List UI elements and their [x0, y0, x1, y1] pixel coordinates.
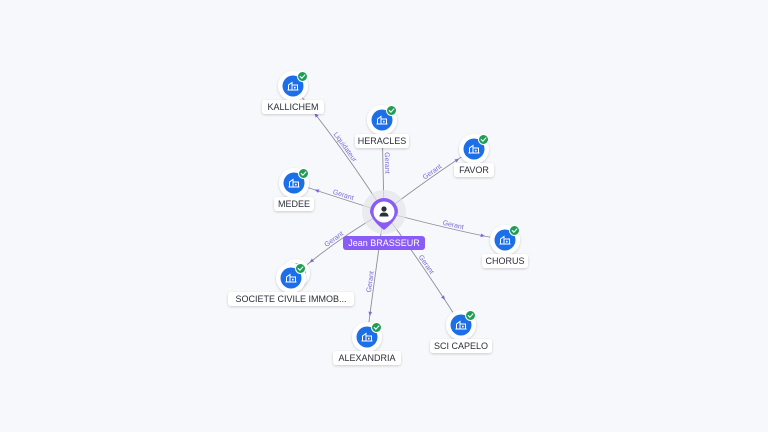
node-label-box — [333, 351, 401, 365]
node-label-box — [355, 134, 409, 148]
edge-arrow-medee — [314, 189, 320, 193]
edge-arrow-sci-capelo — [441, 295, 446, 301]
node-icon-bg — [356, 326, 378, 348]
node-label-box — [228, 292, 354, 306]
company-node-chorus[interactable]: CHORUS — [482, 225, 528, 268]
company-node-societe-civile-immob[interactable]: SOCIETE CIVILE IMMOB... — [228, 259, 354, 306]
node-label-box — [482, 254, 528, 268]
edge-label-medee: Gerant — [332, 189, 355, 202]
check-badge-icon — [478, 134, 489, 145]
node-label-box — [454, 163, 494, 177]
center-label-box — [343, 236, 425, 250]
node-icon-bg — [463, 138, 485, 160]
company-building-icon — [288, 178, 300, 188]
node-icon-bg — [494, 229, 516, 251]
node-label-box — [262, 100, 324, 114]
edge-label-chorus: Gerant — [442, 220, 464, 232]
node-label-heracles: HERACLES — [358, 136, 407, 146]
edge-arrow-chorus — [480, 233, 486, 238]
edge-label-heracles: Gerant — [383, 152, 390, 174]
edge-arrow-kallichem — [314, 112, 319, 118]
node-label-medee: MEDEE — [278, 199, 310, 209]
node-label-chorus: CHORUS — [485, 256, 524, 266]
node-label-societe-civile-immob: SOCIETE CIVILE IMMOB... — [235, 294, 346, 304]
company-node-kallichem[interactable]: KALLICHEM — [262, 71, 324, 114]
edge-label-kallichem: Liquidateur — [332, 131, 358, 164]
check-badge-icon — [295, 263, 306, 274]
edge-label-societe-civile-immob: Gerant — [324, 231, 346, 249]
node-icon-bg — [283, 172, 305, 194]
node-label-kallichem: KALLICHEM — [267, 102, 318, 112]
edge-arrow-favor — [454, 158, 460, 163]
company-building-icon — [361, 332, 373, 342]
node-label-favor: FAVOR — [459, 165, 489, 175]
check-badge-icon — [386, 105, 397, 116]
company-building-icon — [285, 273, 297, 283]
center-node[interactable]: Jean BRASSEUR — [343, 190, 425, 250]
check-badge-icon — [465, 310, 476, 321]
check-badge-icon — [298, 168, 309, 179]
center-name: Jean BRASSEUR — [348, 238, 420, 248]
edge-label-favor: Gerant — [422, 163, 444, 181]
company-node-medee[interactable]: MEDEE — [274, 168, 314, 211]
company-node-alexandria[interactable]: ALEXANDRIA — [333, 322, 401, 365]
person-icon — [379, 206, 389, 217]
company-building-icon — [287, 81, 299, 91]
edge-label-sci-capelo: Gerant — [417, 254, 435, 276]
company-building-icon — [455, 320, 467, 330]
company-building-icon — [468, 144, 480, 154]
node-icon-bg — [371, 109, 393, 131]
node-label-box — [430, 339, 492, 353]
company-node-favor[interactable]: FAVOR — [454, 134, 494, 177]
check-badge-icon — [297, 71, 308, 82]
node-label-alexandria: ALEXANDRIA — [338, 353, 395, 363]
edge-arrow-societe-civile-immob — [309, 258, 315, 263]
node-icon-bg — [450, 314, 472, 336]
node-label-box — [274, 197, 314, 211]
node-icon-bg — [280, 267, 302, 289]
check-badge-icon — [509, 225, 520, 236]
company-node-sci-capelo[interactable]: SCI CAPELO — [430, 310, 492, 353]
edge-arrow-alexandria — [368, 311, 373, 317]
node-label-sci-capelo: SCI CAPELO — [434, 341, 488, 351]
company-building-icon — [499, 235, 511, 245]
company-building-icon — [376, 115, 388, 125]
node-icon-bg — [282, 75, 304, 97]
edge-label-alexandria: Gerant — [366, 271, 376, 293]
nodes-layer: KALLICHEM HERACLES FAVOR MEDEE CHORUS SOCIETE… — [228, 71, 528, 365]
center-pin-inner — [373, 201, 395, 223]
company-node-heracles[interactable]: HERACLES — [355, 105, 409, 148]
check-badge-icon — [371, 322, 382, 333]
